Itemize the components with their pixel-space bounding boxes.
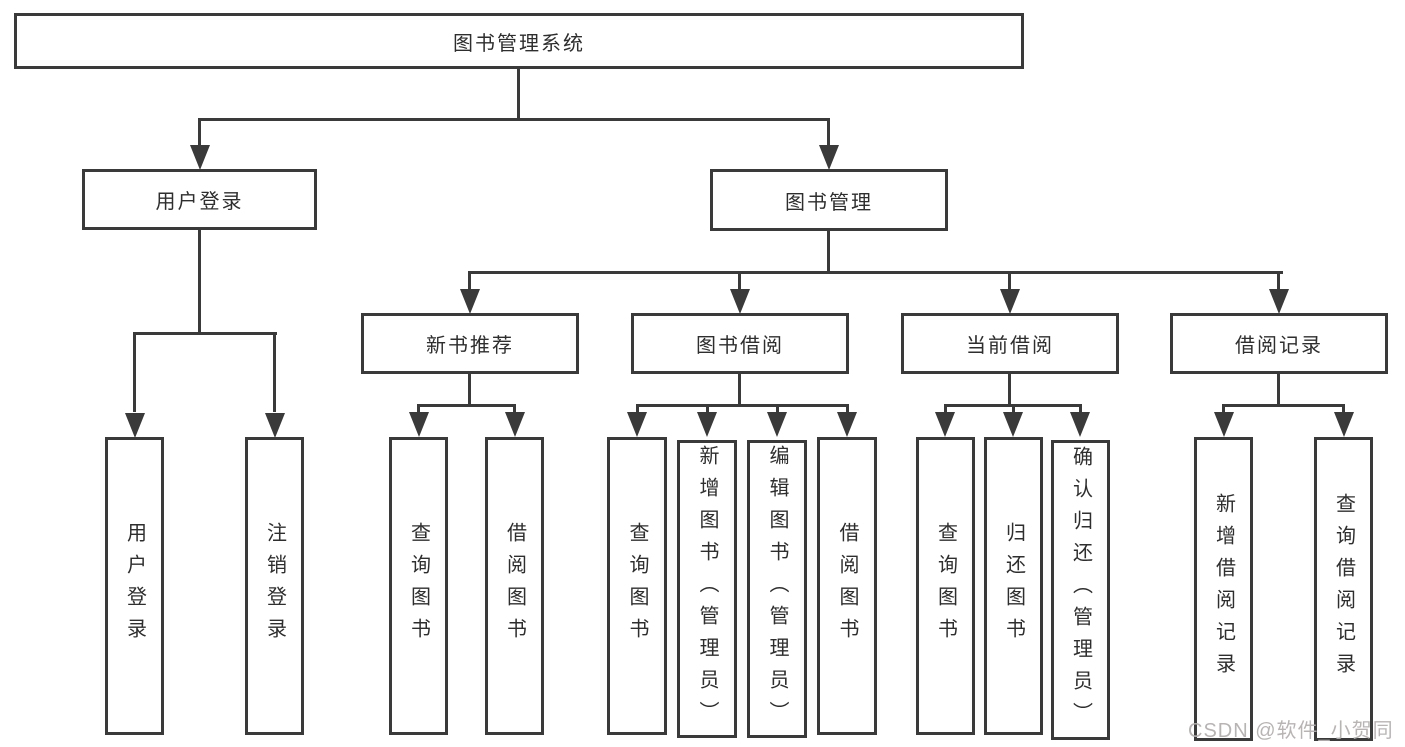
connector: [827, 231, 830, 273]
node-label: 用户登录: [155, 191, 244, 213]
leaf-borrow-books: 借阅图书: [817, 437, 877, 735]
connector: [776, 404, 779, 414]
leaf-return-books: 归还图书: [984, 437, 1043, 735]
connector: [738, 374, 741, 406]
node-current-borrowing: 当前借阅: [901, 313, 1119, 374]
leaf-label: 用户登录: [123, 522, 146, 650]
arrow-down-icon: [505, 412, 525, 437]
connector: [827, 118, 830, 148]
leaf-query-books-current: 查询图书: [916, 437, 975, 735]
leaf-label: 确认归还（管理员）: [1069, 446, 1092, 734]
arrow-down-icon: [1269, 289, 1289, 314]
leaf-label: 新增借阅记录: [1212, 493, 1235, 685]
connector: [1008, 374, 1011, 406]
connector: [133, 332, 136, 412]
connector: [468, 374, 471, 406]
node-book-management: 图书管理: [710, 169, 948, 231]
leaf-label: 注销登录: [263, 522, 286, 650]
leaf-query-books-borrowing: 查询图书: [607, 437, 667, 735]
arrow-down-icon: [190, 145, 210, 170]
leaf-confirm-return-admin: 确认归还（管理员）: [1051, 440, 1110, 740]
arrow-down-icon: [697, 412, 717, 437]
arrow-down-icon: [1003, 412, 1023, 437]
leaf-label: 借阅图书: [503, 522, 526, 650]
arrow-down-icon: [1070, 412, 1090, 437]
arrow-down-icon: [125, 413, 145, 438]
connector: [1079, 404, 1082, 414]
leaf-borrow-books-recommend: 借阅图书: [485, 437, 544, 735]
leaf-query-books-recommend: 查询图书: [389, 437, 448, 735]
arrow-down-icon: [767, 412, 787, 437]
arrow-down-icon: [1334, 412, 1354, 437]
connector: [513, 404, 516, 414]
leaf-label: 归还图书: [1002, 522, 1025, 650]
connector: [133, 332, 277, 335]
node-label: 图书借阅: [696, 335, 784, 357]
leaf-label: 查询图书: [934, 522, 957, 650]
arrow-down-icon: [819, 145, 839, 170]
connector: [738, 271, 741, 291]
arrow-down-icon: [627, 412, 647, 437]
connector: [1008, 271, 1011, 291]
connector: [1012, 404, 1015, 414]
leaf-label: 新增图书（管理员）: [696, 445, 718, 733]
arrow-down-icon: [1214, 412, 1234, 437]
connector: [417, 404, 516, 407]
connector: [1277, 374, 1280, 406]
connector: [636, 404, 639, 414]
arrow-down-icon: [935, 412, 955, 437]
node-library-system: 图书管理系统: [14, 13, 1024, 69]
node-new-book-recommend: 新书推荐: [361, 313, 579, 374]
arrow-down-icon: [265, 413, 285, 438]
connector: [1342, 404, 1345, 414]
leaf-add-borrow-record: 新增借阅记录: [1194, 437, 1253, 741]
connector: [273, 332, 276, 412]
arrow-down-icon: [409, 412, 429, 437]
leaf-edit-books-admin: 编辑图书（管理员）: [747, 440, 807, 738]
arrow-down-icon: [730, 289, 750, 314]
connector: [1277, 271, 1280, 291]
leaf-label: 查询借阅记录: [1332, 493, 1355, 685]
node-label: 新书推荐: [426, 335, 514, 357]
leaf-logout: 注销登录: [245, 437, 304, 735]
leaf-add-books-admin: 新增图书（管理员）: [677, 440, 737, 738]
node-label: 图书管理: [785, 191, 873, 214]
connector: [517, 69, 520, 121]
node-book-borrowing: 图书借阅: [631, 313, 849, 374]
connector: [636, 404, 849, 407]
leaf-query-borrow-record: 查询借阅记录: [1314, 437, 1373, 741]
arrow-down-icon: [460, 289, 480, 314]
csdn-watermark: CSDN @软件_小贺同学: [1188, 720, 1394, 742]
arrow-down-icon: [1000, 289, 1020, 314]
leaf-label: 借阅图书: [836, 522, 858, 650]
connector: [944, 404, 947, 414]
leaf-user-login: 用户登录: [105, 437, 164, 735]
connector: [468, 271, 471, 291]
connector: [706, 404, 709, 414]
node-borrowing-records: 借阅记录: [1170, 313, 1388, 374]
leaf-label: 编辑图书（管理员）: [766, 445, 788, 733]
connector: [1222, 404, 1225, 414]
connector: [468, 271, 1283, 274]
connector: [1222, 404, 1345, 407]
arrow-down-icon: [837, 412, 857, 437]
connector: [417, 404, 420, 414]
node-label: 借阅记录: [1235, 335, 1323, 357]
node-label: 图书管理系统: [453, 32, 585, 55]
connector: [198, 118, 830, 121]
connector: [846, 404, 849, 414]
leaf-label: 查询图书: [626, 522, 648, 650]
connector: [198, 230, 201, 333]
leaf-label: 查询图书: [407, 522, 430, 650]
node-user-login: 用户登录: [82, 169, 317, 230]
node-label: 当前借阅: [966, 335, 1054, 357]
connector: [198, 118, 201, 148]
